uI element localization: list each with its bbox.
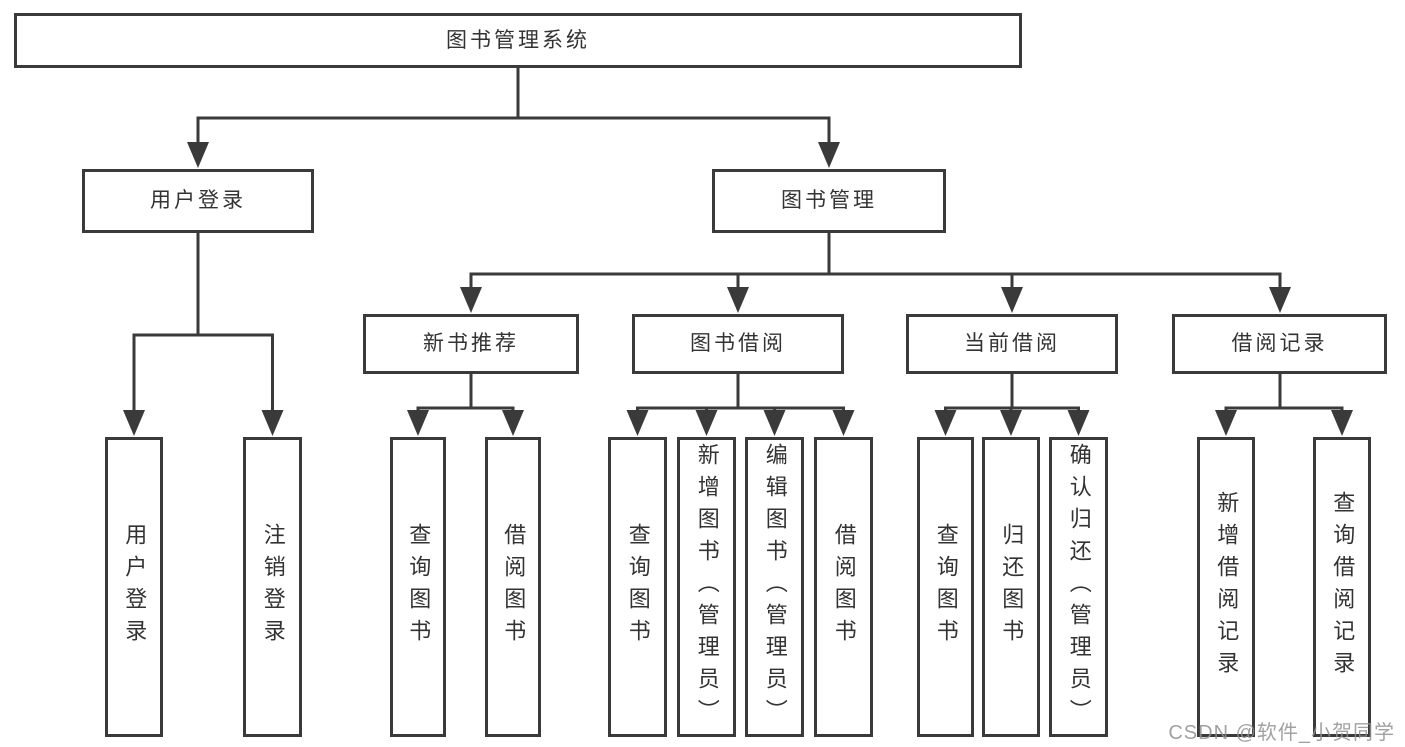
leaf-borrow-borrow-books: 借阅图书 (814, 437, 873, 737)
watermark: CSDN @软件_小贺同学 (1168, 722, 1395, 744)
node-user-login: 用户登录 (82, 169, 314, 233)
leaf-logout: 注销登录 (243, 437, 302, 737)
leaf-current-return-books: 归还图书 (982, 437, 1040, 737)
leaf-user-login: 用户登录 (105, 437, 163, 737)
node-borrow-records: 借阅记录 (1172, 314, 1387, 374)
node-book-borrow: 图书借阅 (632, 314, 844, 374)
leaf-records-query-record: 查询借阅记录 (1313, 437, 1371, 737)
node-current-borrow: 当前借阅 (906, 314, 1118, 374)
node-book-management: 图书管理 (712, 169, 946, 233)
leaf-newbook-borrow-books: 借阅图书 (485, 437, 541, 737)
leaf-current-query-books: 查询图书 (917, 437, 974, 737)
leaf-newbook-query-books: 查询图书 (390, 437, 446, 737)
leaf-records-add-record: 新增借阅记录 (1197, 437, 1255, 737)
leaf-borrow-query-books: 查询图书 (608, 437, 667, 737)
leaf-borrow-edit-books-admin: 编辑图书（管理员） (745, 437, 804, 737)
node-library-system: 图书管理系统 (14, 13, 1022, 68)
leaf-current-confirm-return-admin: 确认归还（管理员） (1049, 437, 1108, 737)
node-new-book-recommend: 新书推荐 (363, 314, 579, 374)
leaf-borrow-add-books-admin: 新增图书（管理员） (677, 437, 736, 737)
